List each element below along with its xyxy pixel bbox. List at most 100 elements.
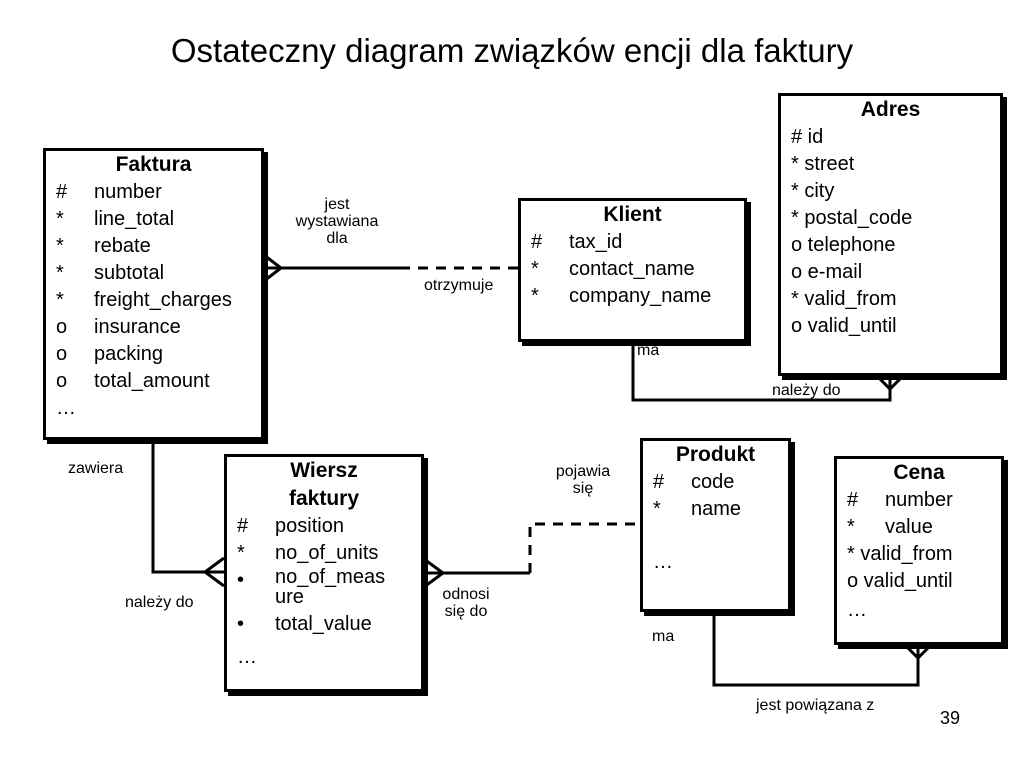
attribute-name: value	[885, 516, 933, 538]
label-line: jest	[324, 196, 350, 213]
entity-faktura: Faktura # number * line_total * rebate * sub…	[43, 148, 264, 440]
attribute: # number	[46, 179, 261, 206]
label-adres-klient: należy do	[772, 382, 841, 399]
attribute-name-continued: ure	[275, 586, 304, 608]
page-number: 39	[940, 708, 961, 728]
attribute-more: …	[643, 549, 788, 576]
attribute: # tax_id	[521, 229, 744, 256]
attribute-marker: *	[653, 498, 661, 520]
attribute-marker: #	[531, 231, 543, 253]
attribute-marker: o	[56, 343, 68, 365]
attribute-name: no_of_units	[275, 542, 379, 564]
attribute: # code	[643, 469, 788, 496]
attribute-name: contact_name	[569, 258, 695, 280]
entity-name: Klient	[603, 203, 662, 226]
attribute: o valid_until	[847, 570, 953, 592]
attribute-marker: *	[56, 235, 64, 257]
attribute: * postal_code	[791, 207, 913, 229]
attribute-marker: *	[531, 285, 539, 307]
label-wiersz-produkt: odnosi się do	[436, 586, 496, 620]
attribute-name: position	[275, 515, 344, 537]
attribute: • total_value	[227, 611, 421, 638]
label-line: dla	[326, 230, 348, 247]
attribute: #position	[227, 513, 421, 540]
label-faktura-wiersz: zawiera	[68, 460, 124, 477]
attribute-name: tax_id	[569, 231, 623, 253]
attribute: * contact_name	[521, 256, 744, 283]
attribute: *freight_charges	[46, 287, 261, 314]
attribute: o packing	[46, 341, 261, 368]
ellipsis: …	[56, 397, 76, 419]
label-cena-produkt: jest powiązana z	[756, 697, 875, 714]
attribute: o total_amount	[46, 368, 261, 395]
attribute-marker: *	[531, 258, 539, 280]
attribute-marker: *	[56, 262, 64, 284]
attribute: * name	[643, 496, 788, 523]
label-faktura-klient: jest wystawiana dla	[278, 196, 396, 247]
attribute: *value	[837, 514, 1001, 541]
rel-faktura-klient	[263, 253, 518, 283]
attribute-marker: *	[56, 289, 64, 311]
label-klient-faktura: otrzymuje	[424, 277, 494, 294]
attribute-marker: •	[237, 569, 245, 591]
attribute-name: total_amount	[94, 370, 210, 392]
label-line: się do	[444, 603, 488, 620]
attribute-name: name	[691, 498, 742, 520]
attribute-marker: *	[56, 208, 64, 230]
entity-cena: Cena # number *value * valid_from o valid…	[834, 456, 1004, 645]
label-wiersz-faktura: należy do	[125, 594, 194, 611]
attribute-name: company_name	[569, 285, 712, 307]
label-line: się	[572, 480, 594, 497]
attribute: # id	[791, 126, 824, 148]
attribute-name: line_total	[94, 208, 175, 230]
ellipsis: …	[237, 646, 257, 668]
label-produkt-cena: ma	[652, 628, 675, 645]
rel-klient-adres	[631, 342, 905, 402]
entity-produkt: Produkt # code * name …	[640, 438, 791, 612]
entity-name-line1: Wiersz	[290, 459, 358, 482]
attribute-marker: #	[653, 471, 665, 493]
rel-wiersz-produkt	[423, 522, 640, 589]
slide-title: Ostateczny diagram związków encji dla fa…	[170, 32, 854, 69]
attribute-marker: #	[847, 489, 859, 511]
label-line: wystawiana	[295, 213, 379, 230]
attribute: * valid_from	[847, 543, 953, 565]
attribute: * street	[791, 153, 855, 175]
attribute-marker: o	[56, 370, 68, 392]
attribute: * no_of_units	[227, 540, 421, 567]
attribute: # number	[837, 487, 1001, 514]
attribute-name: number	[885, 489, 953, 511]
entity-wiersz-faktury: Wiersz faktury #position *no_of_units •n…	[224, 454, 424, 692]
attribute-name: rebate	[94, 235, 151, 257]
ellipsis: …	[653, 551, 673, 573]
attribute-more: …	[227, 644, 421, 671]
attribute-marker: #	[56, 181, 68, 203]
attribute: * valid_from	[791, 288, 897, 310]
entity-name: Adres	[860, 98, 921, 121]
attribute: * company_name	[521, 283, 744, 310]
attribute-marker: o	[56, 316, 68, 338]
entity-name: Produkt	[675, 443, 756, 466]
rel-faktura-wiersz	[151, 440, 225, 588]
attribute-more: …	[46, 395, 261, 422]
attribute-name: total_value	[275, 613, 372, 635]
attribute-name: subtotal	[94, 262, 165, 284]
attribute-name: code	[691, 471, 735, 493]
entity-name: Cena	[893, 461, 945, 484]
label-produkt-wiersz: pojawia się	[546, 463, 620, 497]
attribute: * rebate	[46, 233, 261, 260]
attribute-name: packing	[94, 343, 163, 365]
attribute: * city	[791, 180, 835, 202]
ellipsis: …	[847, 599, 867, 621]
attribute-marker: •	[237, 613, 245, 635]
entity-adres: Adres # id * street * city * postal_code…	[778, 93, 1003, 376]
attribute-name: no_of_meas	[275, 566, 386, 588]
label-klient-adres: ma	[637, 342, 660, 359]
label-line: odnosi	[442, 586, 490, 603]
attribute-name: number	[94, 181, 162, 203]
attribute-marker: *	[237, 542, 245, 564]
entity-name: Faktura	[115, 153, 192, 176]
